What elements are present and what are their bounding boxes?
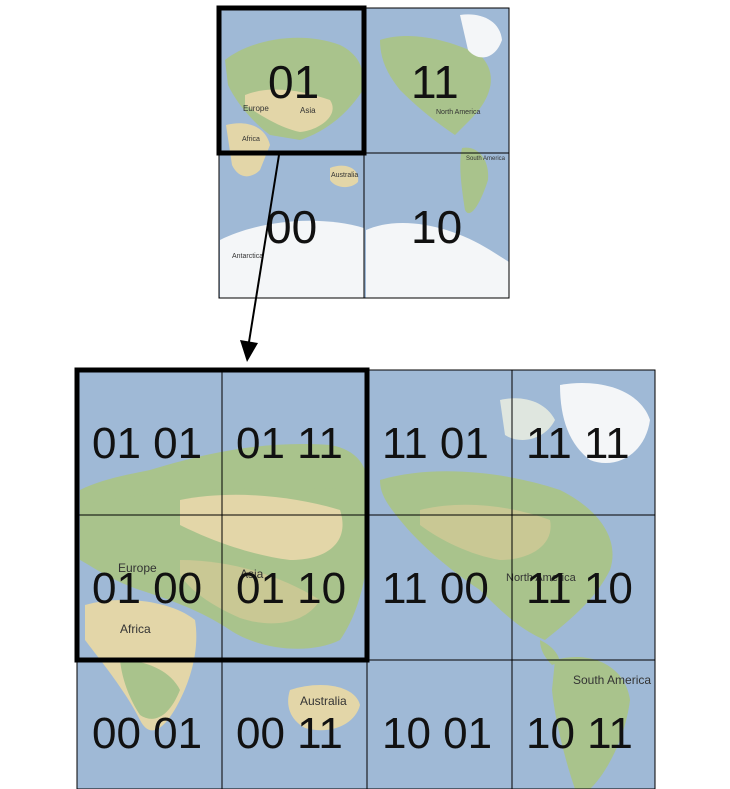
zoom-arrow (240, 154, 280, 362)
bottom-highlight-box (74, 367, 370, 663)
top-label-north-america: North America (436, 109, 480, 116)
top-tile-label-01: 01 (268, 56, 319, 108)
top-label-south-america: South America (466, 156, 506, 162)
tile-label-01-01: 01 01 (92, 419, 202, 468)
top-highlight-box (216, 5, 367, 156)
label-south-america: South America (573, 673, 651, 687)
tile-label-10-01: 10 01 (382, 709, 492, 758)
label-australia: Australia (300, 694, 347, 708)
top-label-asia: Asia (300, 106, 316, 115)
bottom-quadtree-grid: Europe Asia Africa North America Austral… (74, 367, 656, 789)
top-tile-label-11: 11 (411, 56, 459, 108)
label-europe: Europe (118, 561, 157, 575)
tile-label-11-10: 11 10 (526, 564, 633, 613)
tile-label-11-00: 11 00 (382, 564, 489, 613)
top-quadtree-grid: Europe Asia Africa North America Austral… (216, 5, 510, 299)
bottom-map-land (80, 383, 650, 789)
label-africa: Africa (120, 622, 151, 636)
tile-label-01-00: 01 00 (92, 564, 202, 613)
tile-label-11-01: 11 01 (382, 419, 489, 468)
tile-label-10-11: 10 11 (526, 709, 633, 758)
tile-label-00-11: 00 11 (236, 709, 343, 758)
arrow-head (240, 340, 258, 362)
top-tile-label-10: 10 (411, 201, 462, 253)
label-asia: Asia (240, 567, 264, 581)
top-tile-label-00: 00 (266, 201, 317, 253)
tile-label-01-11: 01 11 (236, 419, 343, 468)
tile-label-01-10: 01 10 (236, 564, 346, 613)
top-label-africa: Africa (242, 136, 260, 143)
top-map-land (220, 14, 509, 298)
tile-label-00-01: 00 01 (92, 709, 202, 758)
top-label-antarctica: Antarctica (232, 253, 263, 260)
tile-label-11-11: 11 11 (526, 419, 630, 468)
top-label-australia: Australia (331, 172, 358, 179)
top-label-europe: Europe (243, 104, 269, 113)
label-north-america: North America (506, 572, 577, 584)
